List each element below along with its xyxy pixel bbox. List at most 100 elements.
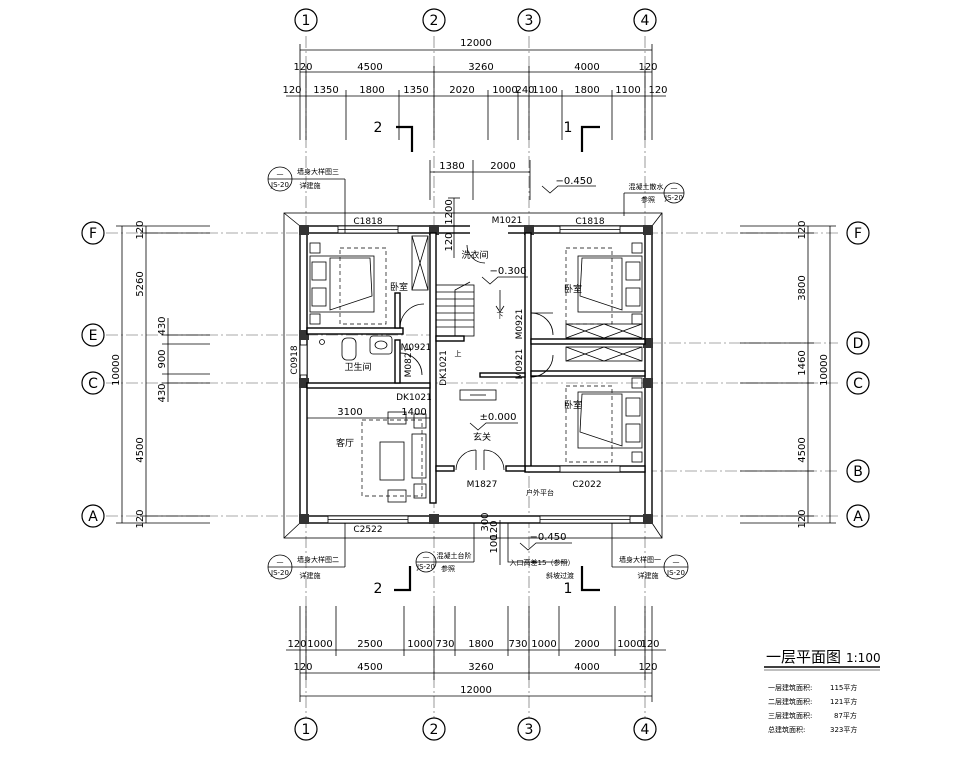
dim-bottom-detail-7: 1000 <box>531 639 556 650</box>
callout-bl-line2: 详建施 <box>300 571 321 580</box>
room-bedroom-2: 卧室 <box>564 283 582 295</box>
callout-bm-line1: 混凝土台阶 <box>437 551 472 560</box>
axis-label-bottom-1: 1 <box>302 722 311 738</box>
room-bedroom-3: 卧室 <box>564 399 582 411</box>
dim-bottom-axis-3: 4000 <box>574 662 599 673</box>
window-c2022: C2022 <box>572 480 601 490</box>
dim-left-axis-6: 120 <box>135 509 146 528</box>
dim-120-top: 120 <box>444 232 455 251</box>
door-swings <box>399 244 554 471</box>
dim-300: 300 <box>480 512 491 531</box>
axis-label-bottom-2: 2 <box>430 722 439 738</box>
dim-top-detail-5: 1000 <box>492 85 517 96</box>
callout-tr-top: — <box>671 184 678 192</box>
dim-top-detail-2: 1800 <box>359 85 384 96</box>
dim-top-detail-3: 1350 <box>403 85 428 96</box>
callout-bl-line1: 墙身大样图二 <box>297 555 339 564</box>
furniture: 上 下 <box>309 235 643 503</box>
dim-top-detail-7: 1100 <box>532 85 557 96</box>
dim-top-detail-9: 1100 <box>615 85 640 96</box>
callout-tl-line1: 墙身大样图三 <box>297 167 339 176</box>
callout-tl-sheet: JS-20 <box>270 181 289 189</box>
dim-bottom-detail-9: 1000 <box>617 639 642 650</box>
dim-right-axis-0: 120 <box>797 220 808 239</box>
axis-label-left-a: A <box>88 509 98 525</box>
right-dimensions: 120 3800 1460 4500 120 10000 <box>740 220 836 529</box>
axis-label-right-d: D <box>853 336 864 352</box>
dim-right-axis-4: 120 <box>797 509 808 528</box>
door-m1021: M1021 <box>492 216 523 226</box>
section-marks: 2 1 2 1 <box>374 120 600 597</box>
dim-right-axis-1: 3800 <box>797 275 808 300</box>
dim-1400: 1400 <box>401 407 426 418</box>
section-top-left: 2 <box>374 120 383 136</box>
left-dimensions: 10000 120 5260 430 900 430 4500 120 <box>111 220 210 529</box>
dim-100: 100 <box>489 534 500 553</box>
dim-left-axis-2: 430 <box>157 316 168 335</box>
room-foyer: 玄关 <box>473 431 491 443</box>
callout-bl-sheet: JS-20 <box>270 569 289 577</box>
callout-tl-top: — <box>277 170 284 178</box>
dim-bottom-detail-4: 730 <box>435 639 454 650</box>
callout-tr-sheet: JS-20 <box>664 194 683 202</box>
level-bottom: −0.450 <box>529 532 566 543</box>
opening-tags: M0921 M0921 M0921 M0821 DK1021 DK1021 M1… <box>396 309 525 490</box>
section-bottom-right: 1 <box>564 581 573 597</box>
callout-bm-sheet: JS-20 <box>416 563 435 571</box>
axis-label-right-a: A <box>853 509 863 525</box>
dim-left-axis-1: 5260 <box>135 271 146 296</box>
room-labels: 卧室 卧室 卧室 洗衣间 卫生间 客厅 玄关 户外平台 <box>336 249 582 497</box>
bottom-dimensions: 120 1000 2500 1000 730 1800 730 1000 200… <box>286 606 666 702</box>
stair-up-label: 上 <box>455 349 462 358</box>
dim-top-axis-1: 4500 <box>357 62 382 73</box>
dim-left-axis-0: 120 <box>135 220 146 239</box>
dim-bottom-detail-2: 2500 <box>357 639 382 650</box>
dim-bottom-axis-4: 120 <box>638 662 657 673</box>
area-value-3: 87平方 <box>834 711 857 720</box>
callout-tl-line2: 详建施 <box>300 181 321 190</box>
dim-stair-2000: 2000 <box>490 161 515 172</box>
dim-bottom-detail-0: 120 <box>287 639 306 650</box>
level-marks: −0.450 −0.300 ±0.000 −0.450 <box>469 176 596 551</box>
room-bedroom-1: 卧室 <box>390 281 408 293</box>
dim-left-axis-5: 4500 <box>135 437 146 462</box>
dim-top-axis-4: 120 <box>638 62 657 73</box>
area-label-4: 总建筑面积: <box>768 725 805 734</box>
window-c1818-left: C1818 <box>353 217 382 227</box>
dim-stair-1380: 1380 <box>439 161 464 172</box>
opening-dk1021-a: DK1021 <box>439 350 449 386</box>
area-label-3: 三层建筑面积: <box>768 711 812 720</box>
drawing-title: 一层平面图 <box>766 648 841 666</box>
dim-1200: 1200 <box>444 199 455 224</box>
dim-3100: 3100 <box>337 407 362 418</box>
level-ground: ±0.000 <box>479 412 516 423</box>
axis-label-top-2: 2 <box>430 13 439 29</box>
dim-top-axis-3: 4000 <box>574 62 599 73</box>
top-dimensions: 12000 120 4500 3260 4000 120 120 1350 18… <box>282 38 668 140</box>
dim-top-axis-2: 3260 <box>468 62 493 73</box>
axis-label-left-f: F <box>89 226 97 242</box>
room-bathroom: 卫生间 <box>344 361 371 373</box>
title-block: 一层平面图 1:100 一层建筑面积: 115平方 二层建筑面积: 121平方 … <box>764 648 881 734</box>
dim-left-total: 10000 <box>111 354 122 386</box>
dim-top-total: 12000 <box>460 38 492 49</box>
dim-120-bottom: 120 <box>489 520 500 539</box>
stair-down-label: 下 <box>497 312 504 320</box>
dim-bottom-detail-8: 2000 <box>574 639 599 650</box>
entry-note: 入口高差15（参照） <box>510 558 575 567</box>
section-bottom-left: 2 <box>374 581 383 597</box>
dim-bottom-total: 12000 <box>460 685 492 696</box>
opening-dk1021-b: DK1021 <box>396 393 432 403</box>
dim-bottom-axis-0: 120 <box>293 662 312 673</box>
callout-tr-line2: 参照 <box>641 195 655 204</box>
level-top: −0.450 <box>555 176 592 187</box>
callout-bm-line2: 参照 <box>441 564 455 573</box>
callout-br-line2: 详建施 <box>638 571 659 580</box>
door-m1827: M1827 <box>467 480 498 490</box>
dim-bottom-detail-1: 1000 <box>307 639 332 650</box>
dim-right-axis-3: 4500 <box>797 437 808 462</box>
dim-top-detail-1: 1350 <box>313 85 338 96</box>
window-c0918: C0918 <box>290 345 300 374</box>
axis-label-right-c: C <box>853 376 863 392</box>
door-m0921-b: M0921 <box>515 309 525 340</box>
